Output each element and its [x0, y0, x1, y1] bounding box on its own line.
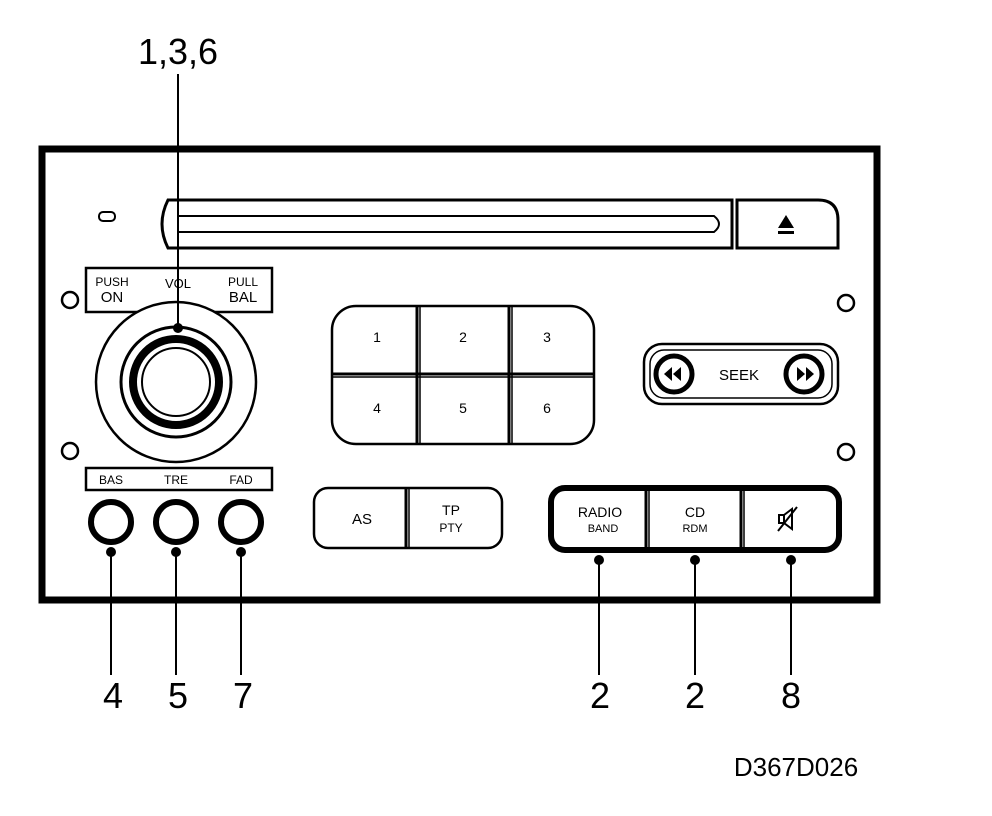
seek-forward-button[interactable]: [783, 353, 825, 395]
preset-button-2[interactable]: 2: [459, 329, 467, 345]
mounting-hole: [60, 290, 80, 310]
preset-button-1[interactable]: 1: [373, 329, 381, 345]
callout-dot: [594, 555, 604, 565]
callout-dot: [236, 547, 246, 557]
seek-label: SEEK: [719, 367, 759, 384]
indicator-light: [98, 211, 116, 222]
callout-bas: 4: [103, 675, 123, 716]
tre-label: TRE: [164, 473, 188, 487]
mounting-hole: [836, 293, 856, 313]
callout-radio: 2: [590, 675, 610, 716]
radio-panel: [38, 145, 881, 604]
bass-knob[interactable]: [88, 499, 134, 545]
tone-label-box: [84, 466, 274, 492]
fader-knob[interactable]: [218, 499, 264, 545]
callout-top: 1,3,6: [138, 31, 218, 72]
treble-knob[interactable]: [153, 499, 199, 545]
cd-label[interactable]: CD: [685, 504, 705, 520]
rdm-label[interactable]: RDM: [682, 523, 707, 535]
mounting-hole: [60, 441, 80, 461]
seek-back-button[interactable]: [653, 353, 695, 395]
eject-button[interactable]: [735, 198, 840, 250]
source-block: [548, 485, 842, 553]
preset-button-6[interactable]: 6: [543, 400, 551, 416]
callout-dot: [690, 555, 700, 565]
callout-dot: [786, 555, 796, 565]
mute-icon: [777, 506, 798, 532]
band-label[interactable]: BAND: [588, 523, 619, 535]
callout-dot: [173, 323, 183, 333]
callout-dot: [106, 547, 116, 557]
preset-button-5[interactable]: 5: [459, 400, 467, 416]
preset-button-3[interactable]: 3: [543, 329, 551, 345]
pty-label[interactable]: PTY: [439, 521, 462, 535]
cd-slot: [160, 198, 734, 250]
figure-code: D367D026: [734, 752, 858, 782]
volume-knob[interactable]: [94, 300, 258, 464]
pull-label: PULL: [228, 275, 258, 289]
preset-block: [330, 304, 596, 446]
mounting-hole: [836, 442, 856, 462]
on-label: ON: [101, 289, 124, 306]
callout-mute: 8: [781, 675, 801, 716]
callout-tre: 5: [168, 675, 188, 716]
bal-label: BAL: [229, 289, 257, 306]
push-label: PUSH: [95, 275, 128, 289]
tp-label[interactable]: TP: [442, 502, 460, 518]
rewind-icon: [664, 367, 681, 381]
radio-label[interactable]: RADIO: [578, 504, 622, 520]
fad-label: FAD: [229, 473, 253, 487]
fast-forward-icon: [797, 367, 814, 381]
callout-dot: [171, 547, 181, 557]
bas-label: BAS: [99, 473, 123, 487]
callout-cd: 2: [685, 675, 705, 716]
seek-button[interactable]: [642, 342, 840, 406]
preset-button-4[interactable]: 4: [373, 400, 381, 416]
as-tp-block: [312, 486, 504, 550]
mute-button[interactable]: [777, 506, 798, 532]
eject-icon: [778, 215, 794, 234]
as-button[interactable]: AS: [352, 511, 372, 528]
callout-fad: 7: [233, 675, 253, 716]
